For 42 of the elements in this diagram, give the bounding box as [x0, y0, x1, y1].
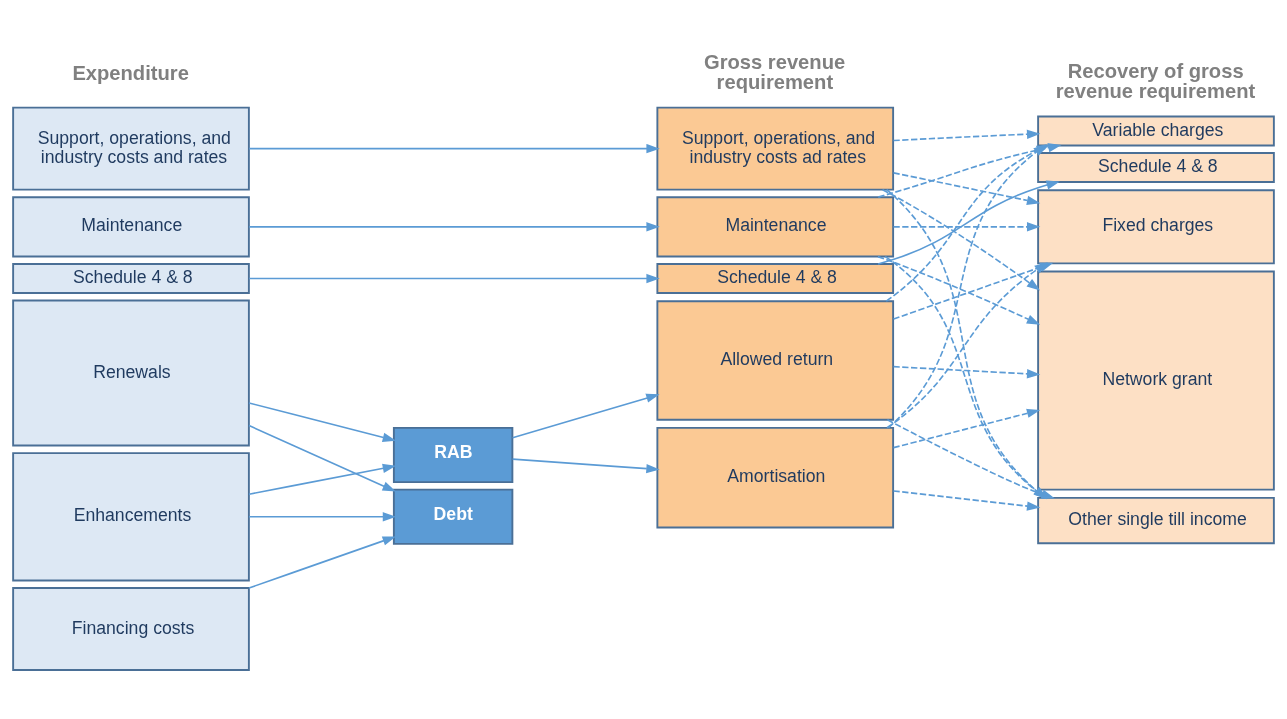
arrow: [877, 180, 1060, 265]
arrow: [887, 144, 1047, 429]
node-box: Allowed return: [656, 300, 895, 421]
arrow: [877, 255, 1041, 325]
node-box: Enhancements: [12, 452, 250, 582]
node-box: Schedule 4 & 8: [12, 263, 250, 294]
node-box: Debt: [392, 488, 514, 545]
node-box: Variable charges: [1037, 115, 1275, 147]
label: Recovery of gross revenue requirement: [1055, 59, 1256, 102]
arrow: [511, 458, 660, 474]
node-box: Maintenance: [656, 196, 895, 258]
node-box: Schedule 4 & 8: [656, 263, 895, 294]
arrow: [248, 402, 397, 442]
node-box: Support, operations, and industry costs and rates: [12, 106, 250, 191]
arrow: [511, 393, 660, 439]
node-box: Support, operations, and industry costs ad rates: [656, 106, 895, 191]
node-box: RAB: [392, 426, 514, 484]
label: Expenditure: [72, 62, 189, 85]
arrow: [892, 408, 1041, 449]
node-box: Fixed charges: [1037, 189, 1275, 265]
node-box: Other single till income: [1037, 496, 1275, 545]
arrow: [248, 222, 660, 232]
arrow: [892, 365, 1041, 379]
arrow: [248, 424, 396, 492]
arrow: [248, 273, 660, 284]
arrow: [886, 262, 1048, 429]
arrow: [248, 463, 397, 496]
arrow: [892, 222, 1041, 232]
arrow: [248, 536, 396, 589]
node-box: Schedule 4 & 8: [1037, 152, 1275, 183]
arrow: [248, 143, 660, 154]
arrow: [892, 129, 1041, 142]
node-box: Maintenance: [12, 196, 250, 258]
arrow: [881, 188, 1041, 291]
node-box: Amortisation: [656, 426, 895, 529]
arrow: [892, 172, 1041, 206]
label: Gross revenue requirement: [704, 50, 846, 94]
node-box: Network grant: [1037, 270, 1275, 491]
node-box: Financing costs: [12, 587, 250, 671]
arrow: [248, 512, 397, 522]
arrow: [892, 490, 1041, 511]
node-box: Renewals: [12, 299, 250, 447]
